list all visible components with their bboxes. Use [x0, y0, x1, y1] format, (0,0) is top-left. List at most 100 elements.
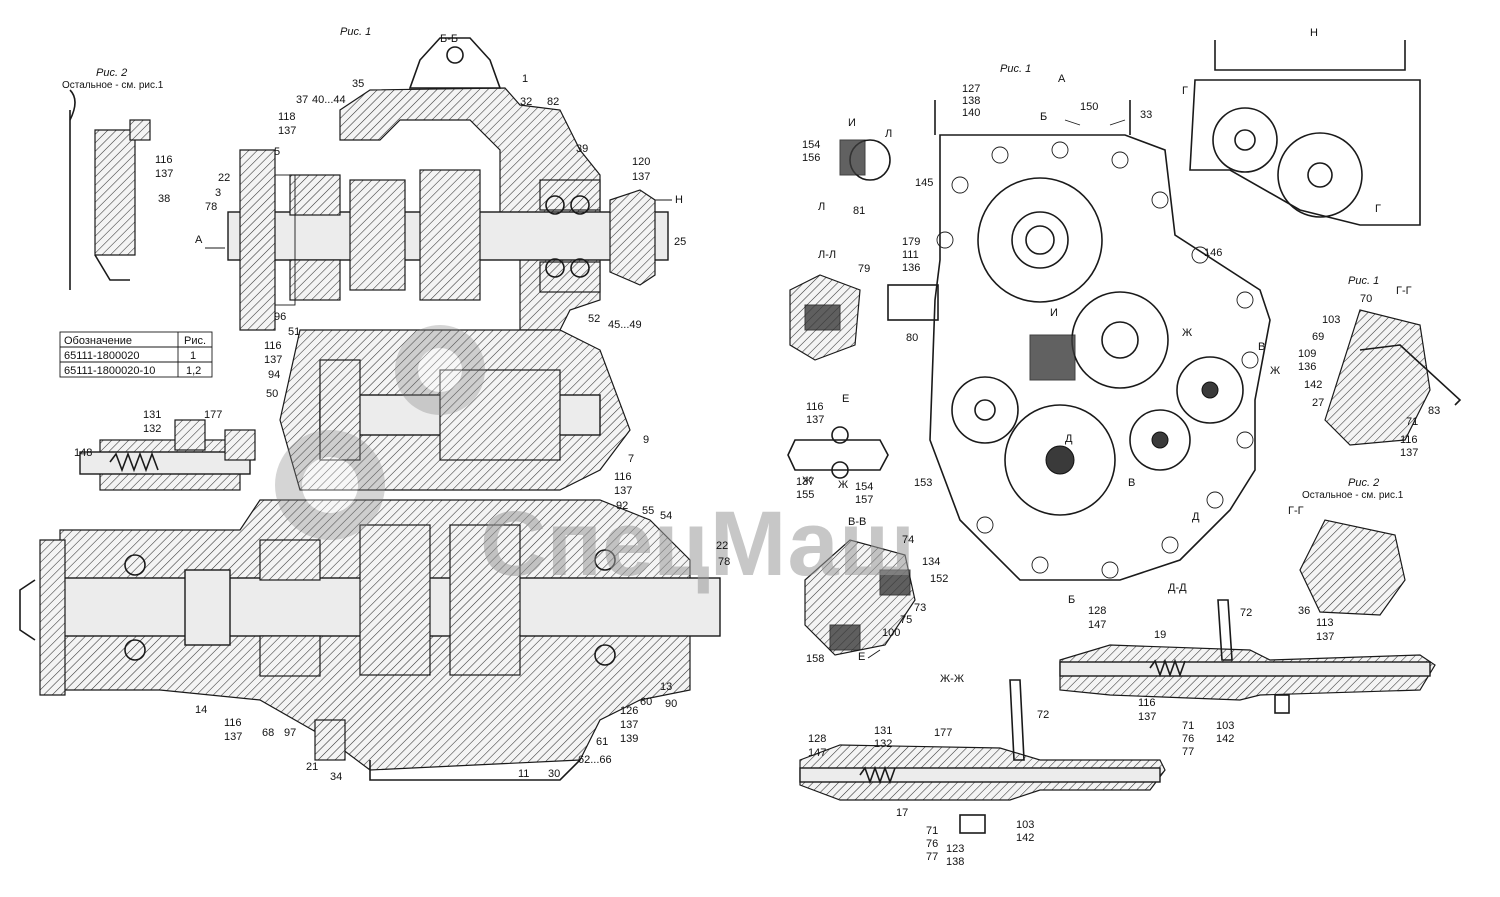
callout: 33: [1140, 109, 1152, 121]
callout: 62...66: [578, 754, 612, 766]
callout: 154: [855, 481, 873, 493]
table-cell: 1,2: [186, 365, 201, 377]
callout: 3: [215, 187, 221, 199]
callout: 78: [718, 556, 730, 568]
callout: 137: [632, 171, 650, 183]
fig1-small-title: Рис. 1: [1348, 275, 1379, 287]
callout: 154: [802, 139, 820, 151]
callout: 118: [278, 111, 296, 123]
callout: 132: [874, 738, 892, 750]
callout: 155: [796, 489, 814, 501]
section-marker: Ж: [1182, 327, 1192, 339]
callout: 71: [1182, 720, 1194, 732]
callout: 137: [614, 485, 632, 497]
table-cell: 1: [190, 350, 196, 362]
callout: 45...49: [608, 319, 642, 331]
view-n-title: Н: [1310, 27, 1318, 39]
callout: 81: [853, 205, 865, 217]
callout: 78: [205, 201, 217, 213]
section-marker: Ж: [1270, 365, 1280, 377]
section-marker: Ж: [802, 475, 812, 487]
fig2-small-note: Остальное - см. рис.1: [1302, 490, 1404, 501]
callout: 113: [1316, 617, 1334, 629]
view-e: [787, 426, 889, 479]
callout: 60: [640, 696, 652, 708]
callout: 13: [660, 681, 672, 693]
designation-table: Обозначение Рис. 65111-1800020 1 65111-1…: [59, 331, 213, 378]
arrow-a-label: А: [195, 234, 203, 246]
callout: 38: [158, 193, 170, 205]
callout: 34: [330, 771, 342, 783]
callout: 9: [643, 434, 649, 446]
callout: 131: [143, 409, 161, 421]
callout: 70: [1360, 293, 1372, 305]
callout: 30: [548, 768, 560, 780]
view-i-title: И: [848, 117, 856, 129]
callout: 136: [902, 262, 920, 274]
callout: 68: [262, 727, 274, 739]
callout: 69: [1312, 331, 1324, 343]
fig1-right-title: Рис. 1: [1000, 63, 1031, 75]
callout: 148: [74, 447, 92, 459]
section-gg-fig1: [1324, 309, 1462, 446]
callout: 19: [1154, 629, 1166, 641]
callout: 72: [1240, 607, 1252, 619]
callout: 21: [306, 761, 318, 773]
callout: 83: [1428, 405, 1440, 417]
section-marker: Г: [1182, 85, 1188, 97]
callout: 97: [284, 727, 296, 739]
callout: 177: [204, 409, 222, 421]
callout: 54: [660, 510, 672, 522]
callout: 137: [1316, 631, 1334, 643]
section-marker: Д: [1065, 433, 1073, 445]
left-callouts: 116 137 38 35 1 32 82 37 40...44 118 137…: [74, 73, 730, 783]
callout: 116: [1400, 434, 1418, 446]
section-gg-fig2: [1299, 519, 1406, 616]
callout: 147: [808, 747, 826, 759]
callout: 116: [806, 401, 824, 413]
callout: 116: [264, 340, 282, 352]
callout: 131: [874, 725, 892, 737]
callout: 92: [616, 500, 628, 512]
callout: 25: [674, 236, 686, 248]
section-dd: [1059, 599, 1436, 714]
callout: 120: [632, 156, 650, 168]
callout: 52: [588, 313, 600, 325]
section-marker: Ж: [838, 479, 848, 491]
left-titles: Рис. 1 Б-Б Рис. 2 Остальное - см. рис.1 …: [62, 26, 683, 246]
section-zhzh-title: Ж-Ж: [940, 673, 964, 685]
view-i: [839, 139, 891, 181]
callout: 128: [1088, 605, 1106, 617]
callout: 116: [1138, 697, 1156, 709]
callout: 137: [224, 731, 242, 743]
callout: 137: [806, 414, 824, 426]
callout: 123: [946, 843, 964, 855]
callout: 111: [902, 249, 919, 261]
section-marker: Л: [885, 128, 892, 140]
callout: 137: [1400, 447, 1418, 459]
callout: 142: [1304, 379, 1322, 391]
callout: 138: [946, 856, 964, 868]
callout: 157: [855, 494, 873, 506]
watermark: СпецМаш: [480, 493, 915, 595]
section-dd-title: Д-Д: [1168, 582, 1187, 594]
callout: 40...44: [312, 94, 346, 106]
table-cell: 65111-1800020: [64, 350, 139, 362]
callout: 50: [266, 388, 278, 400]
callout: 109: [1298, 348, 1316, 360]
left-section-view: [19, 37, 721, 781]
section-vv-title: В-В: [848, 516, 866, 528]
callout: 35: [352, 78, 364, 90]
callout: 22: [218, 172, 230, 184]
callout: 126: [620, 705, 638, 717]
leader-lines: [205, 119, 1126, 659]
section-marker: Б: [1068, 594, 1075, 606]
fig2-title: Рис. 2: [96, 67, 127, 79]
callout: 116: [614, 471, 632, 483]
callout: 103: [1322, 314, 1340, 326]
callout: 127: [962, 83, 980, 95]
section-marker: Л: [818, 201, 825, 213]
section-ll-title: Л-Л: [818, 249, 836, 261]
callout: 137: [1138, 711, 1156, 723]
fig2-small-title: Рис. 2: [1348, 477, 1379, 489]
